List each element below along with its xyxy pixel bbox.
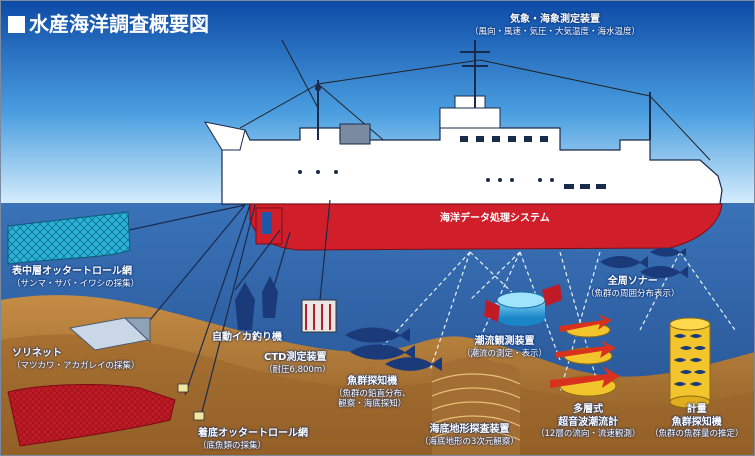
current-gauge (484, 284, 562, 326)
label-sonar-main: 全周ソナー (607, 276, 658, 287)
label-fish-finder-sub2: 観察・海底探知） (338, 399, 407, 410)
label-quant-finder-main2: 魚群探知機 (671, 416, 722, 428)
label-bottom-trawl-sub: （底魚類の採集） (198, 440, 267, 451)
label-quant-finder-sub: （魚群の魚群量の推定） (650, 429, 744, 439)
ship (203, 40, 723, 251)
label-sled-net: ソリネット （マツカワ・アカガレイの採集） (12, 348, 140, 371)
label-squid: 自動イカ釣り機 (212, 332, 282, 345)
rigging (239, 39, 711, 161)
seabed-ridge (0, 334, 755, 456)
label-fish-finder-sub1: （魚群の鉛直分布、 (334, 388, 411, 399)
label-sonar-sub: （魚群の周囲分布表示） (586, 288, 680, 299)
label-seabed: 海底地形探査装置 （海底地形の3次元観察） (420, 424, 519, 447)
label-bottom-trawl-main: 着底オッタートロール網 (198, 428, 308, 439)
doppler-current-meter (550, 314, 620, 397)
label-trawl-mid-sub: （サンマ・サバ・イワシの採集） (12, 278, 140, 289)
bottom-trawl-net (7, 384, 176, 447)
ship-hull (249, 203, 723, 251)
page-title: 水産海洋調査概要図 (8, 8, 209, 37)
midwater-trawl-net (7, 211, 131, 265)
label-doppler-main1: 多層式 (573, 404, 604, 415)
label-weather-main: 気象・海象測定装置 (510, 14, 600, 25)
label-tide-gauge-main: 潮流観測装置 (474, 336, 535, 347)
label-seabed-main: 海底地形探査装置 (429, 424, 510, 435)
seabed-terrain (431, 357, 521, 455)
label-quant-finder-main1: 計量 (686, 404, 707, 415)
label-data-system: 海洋データ処理システム (440, 213, 550, 224)
squid-group (235, 276, 278, 330)
label-weather-sub: （風向・風速・気圧・大気温度・海水温度） (470, 26, 641, 37)
label-bottom-trawl: 着底オッタートロール網 （底魚類の採集） (198, 428, 308, 451)
label-quant-finder: 計量 魚群探知機 （魚群の魚群量の推定） (650, 404, 744, 440)
label-squid-main: 自動イカ釣り機 (212, 332, 282, 343)
label-trawl-mid: 表中層オッタートロール網 （サンマ・サバ・イワシの採集） (12, 266, 139, 289)
fish-school (345, 247, 688, 371)
page-title-text: 水産海洋調査概要図 (29, 12, 209, 36)
quantitative-echo-column (669, 317, 711, 409)
label-trawl-mid-main: 表中層オッタートロール網 (12, 266, 132, 277)
label-sled-net-main: ソリネット (12, 348, 62, 359)
label-weather: 気象・海象測定装置 （風向・風速・気圧・大気温度・海水温度） (470, 14, 640, 37)
tow-wires (119, 199, 331, 421)
label-tide-gauge: 潮流観測装置 （潮流の測定・表示） (462, 336, 547, 359)
sled-net (68, 317, 151, 351)
label-sled-net-sub: （マツカワ・アカガレイの採集） (12, 360, 140, 371)
label-fish-finder: 魚群探知機 （魚群の鉛直分布、 観察・海底探知） (334, 376, 411, 410)
label-doppler-sub: （12層の流向・流速観測） (536, 429, 641, 439)
ctd-device (301, 299, 337, 333)
label-tide-gauge-sub: （潮流の測定・表示） (462, 348, 548, 359)
label-ctd: CTD測定装置 （耐圧6,800m） (264, 352, 331, 375)
label-sonar: 全周ソナー （魚群の周囲分布表示） (586, 276, 680, 299)
label-doppler-main2: 超音波潮流計 (558, 416, 619, 428)
label-seabed-sub: （海底地形の3次元観察） (420, 436, 519, 447)
label-doppler: 多層式 超音波潮流計 （12層の流向・流速観測） (536, 404, 640, 440)
title-square-icon (8, 16, 25, 33)
label-fish-finder-main: 魚群探知機 (347, 376, 398, 387)
label-ctd-sub: （耐圧6,800m） (264, 364, 331, 375)
label-ctd-main: CTD測定装置 (264, 352, 327, 363)
